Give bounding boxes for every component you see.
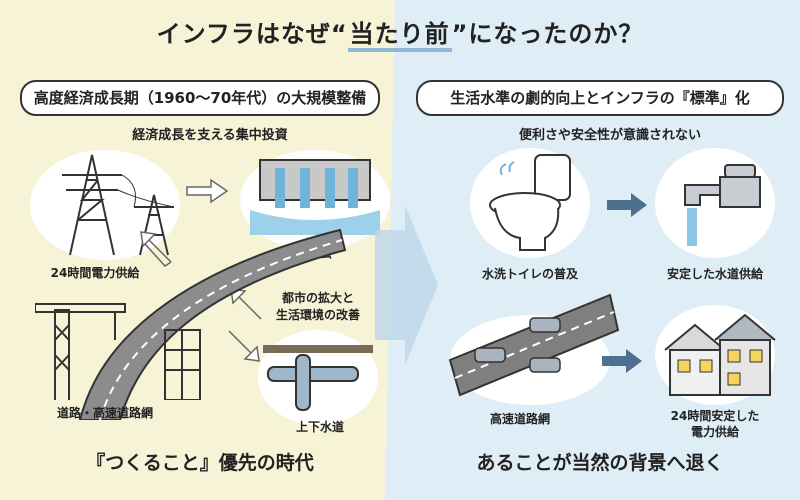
title-prefix: インフラはなぜ“: [156, 20, 348, 48]
water-label: 上下水道: [295, 420, 344, 434]
page-title: インフラはなぜ“当たり前”になったのか？: [0, 14, 800, 52]
right-footer: あることが当然の背景へ退く: [476, 452, 724, 474]
center-transition-arrow-icon: [375, 205, 438, 365]
highway-illustration: [448, 293, 620, 397]
water-pipe-icon: [263, 345, 373, 411]
left-section-header: 高度経済成長期（1960〜70年代）の大規模整備: [20, 80, 380, 116]
toilet-label: 水洗トイレの普及: [481, 267, 578, 281]
power-supply-label-line2: 電力供給: [690, 425, 739, 439]
arrow-right-icon: [186, 178, 229, 204]
left-footer: 『つくること』優先の時代: [86, 452, 314, 474]
city-label-line1: 都市の拡大と: [281, 291, 354, 305]
city-label-line2: 生活環境の改善: [275, 308, 360, 322]
tap-label: 安定した水道供給: [666, 267, 763, 281]
curved-road-illustration: [78, 228, 347, 420]
arrow-right-blue-icon-2: [602, 349, 642, 373]
city-label: 都市の拡大と 生活環境の改善: [258, 290, 378, 324]
power-supply-label-line1: 24時間安定した: [670, 409, 760, 423]
construction-crane-icon: [35, 303, 201, 400]
house-icon: [664, 313, 776, 396]
highway-label: 高速道路網: [489, 412, 550, 426]
arrow-up-left-icon: [140, 231, 172, 267]
left-subtitle: 経済成長を支える集中投資: [132, 128, 288, 143]
arrow-down-right-icon: [228, 330, 260, 362]
right-section-header: 生活水準の劇的向上とインフラの『標準』化: [416, 80, 784, 116]
arrow-up-left-icon-2: [230, 288, 262, 320]
title-suffix: ”になったのか？: [451, 20, 644, 48]
power-label: 24時間電力供給: [50, 266, 140, 280]
arrow-right-blue-icon: [607, 193, 647, 217]
power-circle-bg: [30, 150, 180, 260]
dam-icon: [250, 159, 380, 235]
road-label: 道路・高速道路網: [56, 406, 153, 420]
power-supply-label: 24時間安定した 電力供給: [650, 408, 780, 440]
right-subtitle: 便利さや安全性が意識されない: [518, 128, 701, 143]
title-highlight: 当たり前: [347, 20, 452, 52]
water-tap-icon: [684, 164, 761, 246]
toilet-icon: [489, 154, 571, 251]
